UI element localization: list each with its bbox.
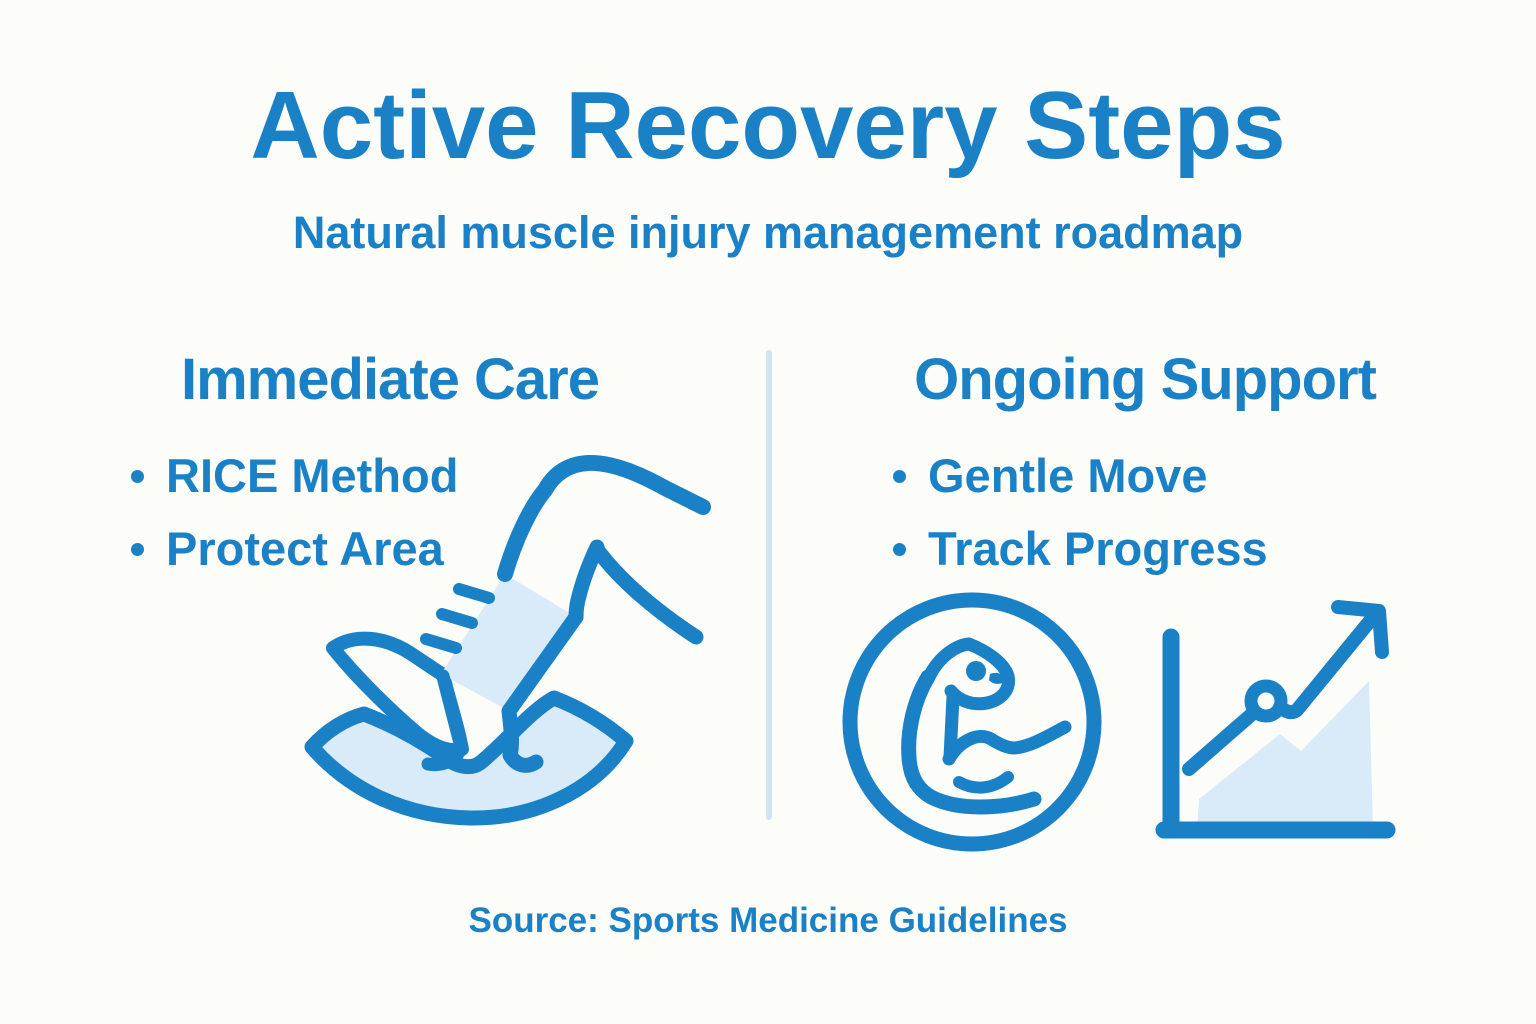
column-divider	[766, 350, 772, 820]
trend-line	[1182, 707, 1259, 776]
heel-outline	[421, 669, 469, 772]
flexed-bicep-icon	[842, 592, 1102, 852]
page-subtitle: Natural muscle injury management roadmap	[292, 207, 1244, 258]
bullet-label: Track Progress	[928, 522, 1268, 575]
thumb-mark	[989, 672, 1006, 684]
arrowhead	[1331, 600, 1389, 659]
bullet-dot-icon	[893, 542, 906, 556]
list-item: Gentle Move	[893, 451, 1268, 501]
bullet-dot-icon	[131, 542, 144, 556]
outer-arm-outline	[901, 669, 1042, 815]
muscle-curve	[942, 720, 1072, 766]
page-title: Active Recovery Steps	[250, 72, 1286, 179]
bullet-label: Protect Area	[166, 522, 444, 575]
bicep-circle-outline	[842, 592, 1102, 852]
pillow-shape	[304, 690, 634, 826]
elbow-crease	[953, 771, 1014, 794]
thigh-outline	[497, 454, 711, 582]
source-attribution: Source: Sports Medicine Guidelines	[468, 901, 1068, 940]
elevated-leg-on-pillow-icon	[304, 454, 711, 826]
foot-shape	[326, 631, 469, 757]
bandage-shape	[441, 574, 576, 711]
progress-chart-icon	[1155, 600, 1396, 839]
bullet-dot-icon	[893, 469, 906, 483]
left-bullet-list: RICE Method Protect Area	[131, 451, 458, 574]
calf-outline	[591, 544, 704, 645]
bandage-ticks	[420, 583, 495, 654]
ankle-back-outline	[501, 609, 584, 773]
list-item: Protect Area	[131, 524, 458, 574]
bullet-dot-icon	[131, 469, 144, 483]
trend-line-arrow-shaft	[1273, 609, 1381, 720]
bullet-label: RICE Method	[166, 449, 459, 502]
list-item: RICE Method	[131, 451, 458, 501]
chart-area-fill	[1197, 681, 1373, 830]
left-column-heading: Immediate Care	[181, 347, 600, 412]
fist-outline	[922, 637, 1015, 711]
bullet-label: Gentle Move	[928, 449, 1208, 502]
right-bullet-list: Gentle Move Track Progress	[893, 451, 1268, 574]
list-item: Track Progress	[893, 524, 1268, 574]
right-column-heading: Ongoing Support	[914, 347, 1377, 412]
knuckle-dot	[966, 661, 986, 681]
